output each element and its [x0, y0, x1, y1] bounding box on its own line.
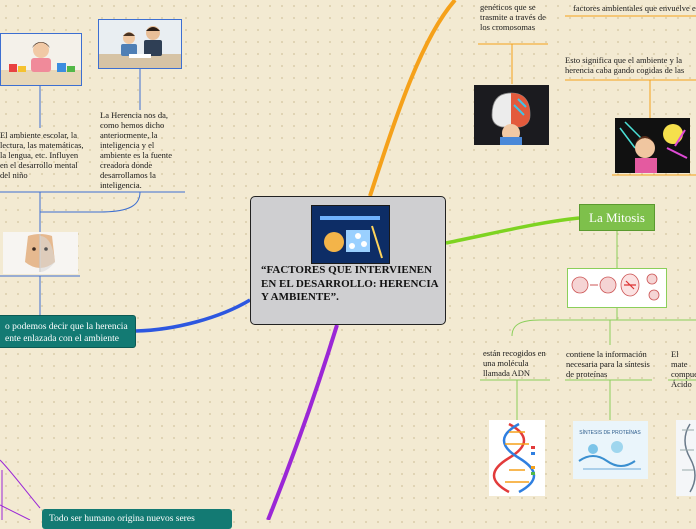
- green-branch: [446, 218, 579, 243]
- environmental-factors-text: factores ambientales que envuelve e: [573, 3, 696, 13]
- environment-heredity-together-text: Esto significa que el ambiente y la here…: [565, 55, 696, 77]
- protein-image-label: SÍNTESIS DE PROTEÍNAS: [579, 429, 641, 436]
- mitosis-node[interactable]: La Mitosis: [579, 204, 655, 231]
- brain-child-image[interactable]: [474, 85, 549, 145]
- central-image: [311, 205, 390, 264]
- dna-helix-image[interactable]: [489, 420, 545, 496]
- central-topic[interactable]: “FACTORES QUE INTERVIENEN EN EL DESARROL…: [250, 196, 446, 325]
- heredity-environment-summary[interactable]: o podemos decir que la herencia ente enl…: [0, 315, 136, 348]
- children-playing-image[interactable]: [0, 33, 82, 86]
- orange-branch: [370, 0, 455, 196]
- summary-text: o podemos decir que la herencia ente enl…: [0, 316, 135, 345]
- partial-dna-image[interactable]: [676, 420, 696, 496]
- school-environment-text: El ambiente escolar, la lectura, las mat…: [0, 130, 84, 180]
- purple-branch: [268, 325, 337, 520]
- blue-branch: [136, 300, 250, 331]
- genes-chromosomes-text: genéticos que se trasmite a través de lo…: [480, 2, 546, 32]
- protein-synthesis-text: contiene la información necesaria para l…: [566, 349, 654, 379]
- heredity-intelligence-text: La Herencia nos da, como hemos dicho ant…: [100, 110, 184, 190]
- new-beings-topic[interactable]: Todo ser humano origina nuevos seres: [42, 509, 232, 529]
- half-face-image[interactable]: [3, 232, 78, 274]
- central-title: “FACTORES QUE INTERVIENEN EN EL DESARROL…: [261, 264, 441, 305]
- father-son-studying-image[interactable]: [98, 19, 182, 69]
- new-beings-text: Todo ser humano origina nuevos seres: [42, 509, 232, 525]
- mitosis-diagram-image[interactable]: [567, 268, 667, 308]
- genetic-material-text: El mate compue Ácido: [671, 349, 696, 389]
- thinking-child-image[interactable]: [615, 118, 690, 173]
- protein-synthesis-image[interactable]: SÍNTESIS DE PROTEÍNAS: [573, 421, 648, 479]
- dna-molecule-text: están recogidos en una molécula llamada …: [483, 348, 549, 378]
